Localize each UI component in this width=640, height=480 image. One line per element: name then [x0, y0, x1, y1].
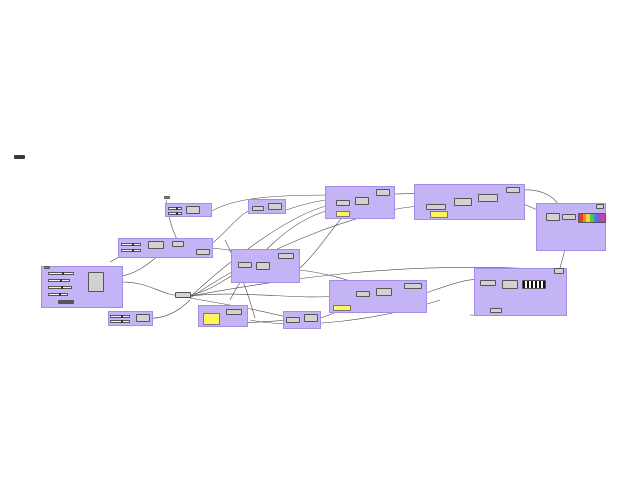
number-slider[interactable] — [110, 315, 130, 318]
component-node[interactable] — [196, 249, 210, 255]
component-node[interactable] — [404, 283, 422, 289]
component-node[interactable] — [490, 308, 502, 313]
number-slider[interactable] — [48, 293, 68, 296]
component-node[interactable] — [506, 187, 520, 193]
wire — [121, 281, 183, 297]
component-node[interactable] — [252, 206, 264, 211]
output-panel[interactable] — [203, 313, 220, 325]
striped-preview[interactable] — [522, 280, 546, 289]
component-node[interactable] — [376, 288, 392, 296]
number-slider[interactable] — [121, 243, 141, 246]
component-node[interactable] — [88, 272, 104, 292]
wire — [229, 209, 331, 301]
component-node[interactable] — [164, 196, 170, 199]
wire — [189, 203, 341, 298]
component-node[interactable] — [136, 314, 150, 322]
component-node[interactable] — [186, 206, 200, 214]
component-node[interactable] — [554, 268, 564, 274]
number-slider[interactable] — [121, 249, 141, 252]
output-panel[interactable] — [336, 211, 350, 217]
component-node[interactable] — [278, 253, 294, 259]
component-node[interactable] — [286, 317, 300, 323]
output-panel[interactable] — [333, 305, 351, 311]
component-node[interactable] — [426, 204, 446, 210]
component-node[interactable] — [148, 241, 164, 249]
component-node[interactable] — [596, 204, 604, 209]
component-node[interactable] — [238, 262, 252, 268]
gradient-swatches[interactable] — [578, 213, 606, 223]
toggle-component[interactable] — [58, 300, 74, 304]
component-node[interactable] — [304, 314, 318, 322]
number-slider[interactable] — [48, 279, 70, 282]
number-slider[interactable] — [48, 286, 72, 289]
wire — [224, 239, 256, 319]
component-node[interactable] — [546, 213, 560, 221]
wire — [189, 293, 336, 298]
output-panel[interactable] — [430, 211, 448, 218]
group-i[interactable] — [474, 268, 567, 316]
component-node[interactable] — [454, 198, 472, 206]
component-node[interactable] — [256, 262, 270, 270]
component-node[interactable] — [175, 292, 191, 298]
component-node[interactable] — [502, 280, 518, 289]
canvas-toolbar-chip[interactable] — [14, 155, 25, 159]
wire — [189, 205, 421, 299]
component-node[interactable] — [226, 309, 242, 315]
component-node[interactable] — [172, 241, 184, 247]
number-slider[interactable] — [168, 212, 182, 215]
group-gradient[interactable] — [536, 203, 606, 251]
component-node[interactable] — [562, 214, 576, 220]
component-node[interactable] — [480, 280, 496, 286]
component-node[interactable] — [336, 200, 350, 206]
component-node[interactable] — [268, 203, 282, 210]
group-a[interactable] — [118, 238, 213, 258]
number-slider[interactable] — [48, 272, 74, 275]
component-node[interactable] — [478, 194, 498, 202]
component-node[interactable] — [356, 291, 370, 297]
number-slider[interactable] — [168, 207, 182, 210]
component-node[interactable] — [44, 266, 50, 269]
wire — [189, 267, 556, 297]
number-slider[interactable] — [110, 320, 130, 323]
component-node[interactable] — [355, 197, 369, 205]
component-node[interactable] — [376, 189, 390, 196]
